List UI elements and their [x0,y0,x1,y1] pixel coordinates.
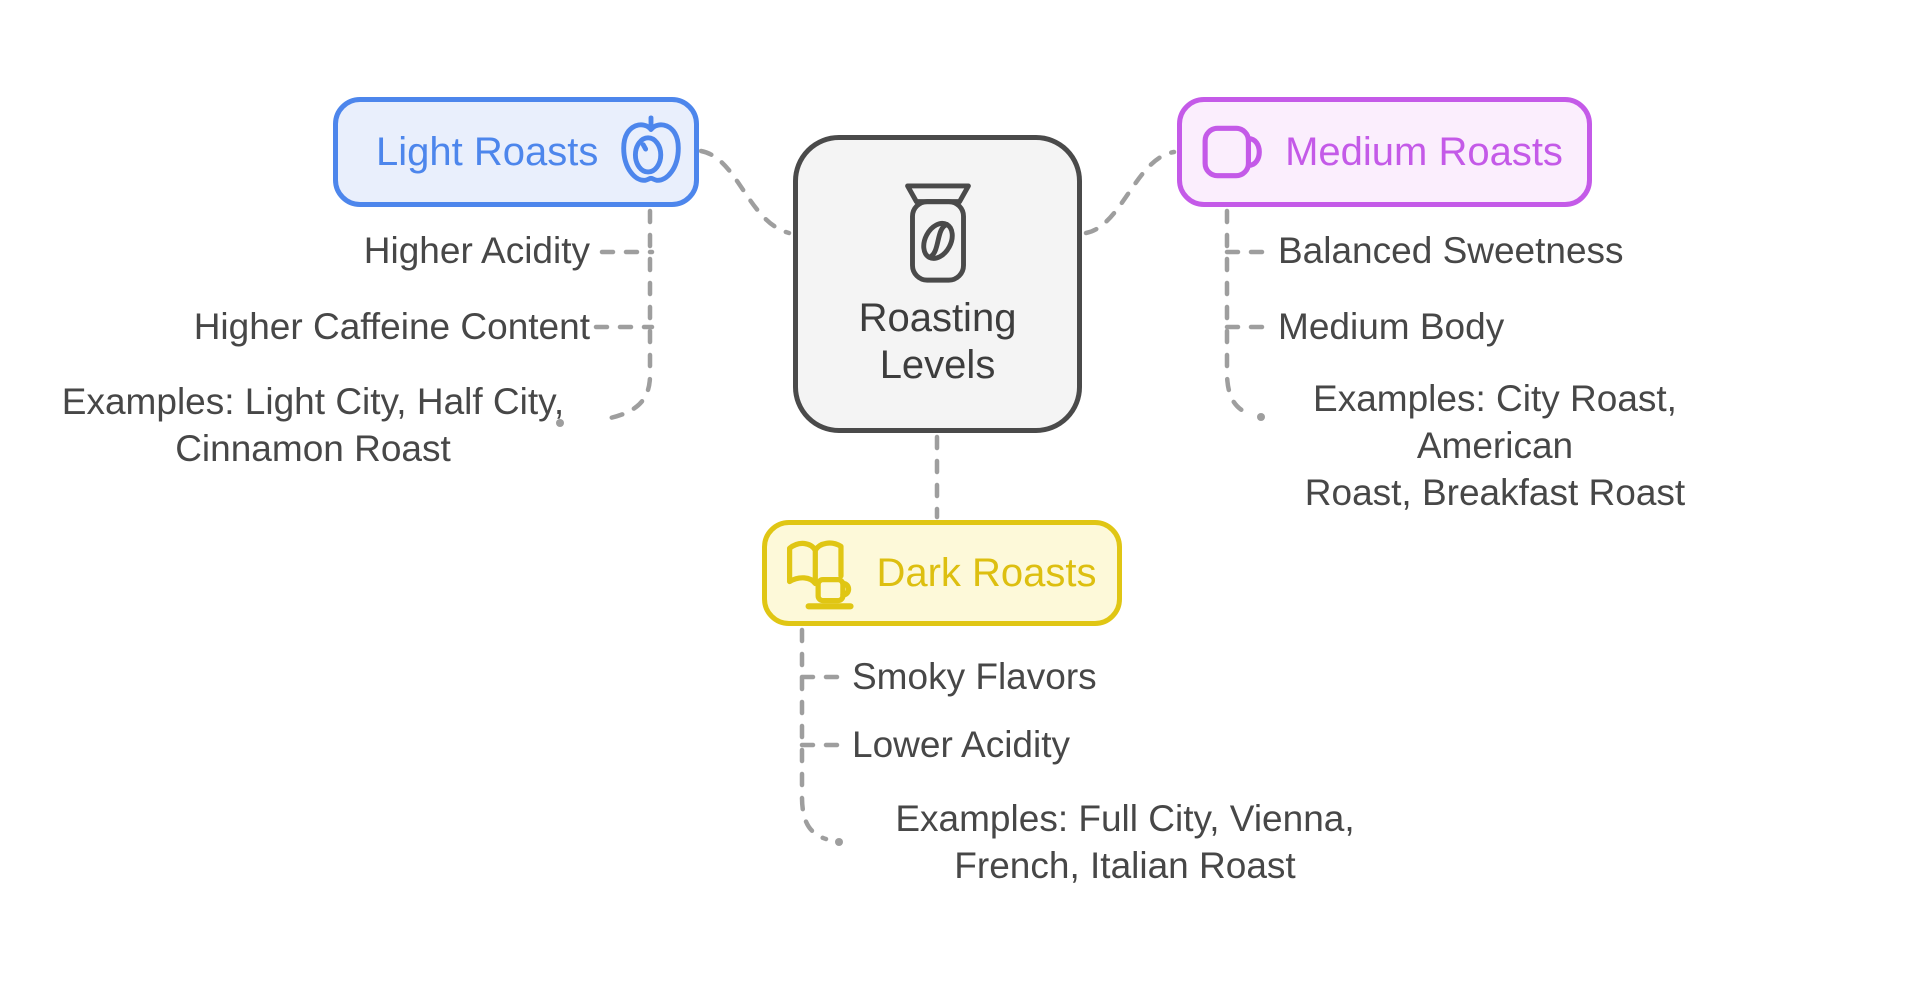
node-dark-roasts[interactable]: Dark Roasts [762,520,1122,626]
central-label-line2: Levels [879,343,996,387]
node-roasting-levels[interactable]: Roasting Levels [793,135,1082,433]
connector-center-to-medium [1083,149,1177,236]
item-medium-balanced-sweetness[interactable]: Balanced Sweetness [1278,230,1624,271]
item-medium-examples-line2: Roast, Breakfast Roast [1304,472,1686,513]
connector-dark-end-dot [835,838,843,846]
item-dark-smoky-flavors[interactable]: Smoky Flavors [852,656,1097,697]
item-light-examples[interactable]: Examples: Light City, Half City, Cinnamo… [20,378,606,472]
item-dark-lower-acidity[interactable]: Lower Acidity [852,724,1070,765]
apple-icon [621,115,681,183]
item-light-higher-caffeine[interactable]: Higher Caffeine Content [193,306,590,347]
item-medium-examples-line1: Examples: City Roast, American [1313,378,1677,466]
coffee-jar-icon [904,183,971,283]
node-dark-roasts-label: Dark Roasts [876,550,1097,595]
node-light-roasts[interactable]: Light Roasts [333,97,699,207]
item-dark-examples-line1: Examples: Full City, Vienna, [895,798,1355,839]
connector-light-end-dot [556,419,564,427]
node-medium-roasts-label: Medium Roasts [1285,129,1563,174]
item-light-examples-line2: Cinnamon Roast [175,428,451,469]
connector-light-to-center [698,148,792,236]
item-dark-examples[interactable]: Examples: Full City, Vienna, French, Ita… [845,795,1405,889]
book-cup-icon [786,540,854,610]
node-light-roasts-label: Light Roasts [376,129,599,174]
item-medium-examples[interactable]: Examples: City Roast, American Roast, Br… [1245,375,1745,516]
connector-dark-hang [799,627,829,842]
node-roasting-levels-label: Roasting Levels [859,295,1017,389]
central-label-line1: Roasting [858,296,1017,340]
mug-icon [1202,125,1262,179]
item-dark-examples-line2: French, Italian Roast [954,845,1296,886]
item-medium-medium-body[interactable]: Medium Body [1278,306,1505,347]
item-light-higher-acidity[interactable]: Higher Acidity [363,230,590,271]
node-medium-roasts[interactable]: Medium Roasts [1177,97,1592,207]
connector-medium-end-dot [1257,413,1265,421]
connector-light-hang [597,208,653,423]
item-light-examples-line1: Examples: Light City, Half City, [61,381,565,422]
